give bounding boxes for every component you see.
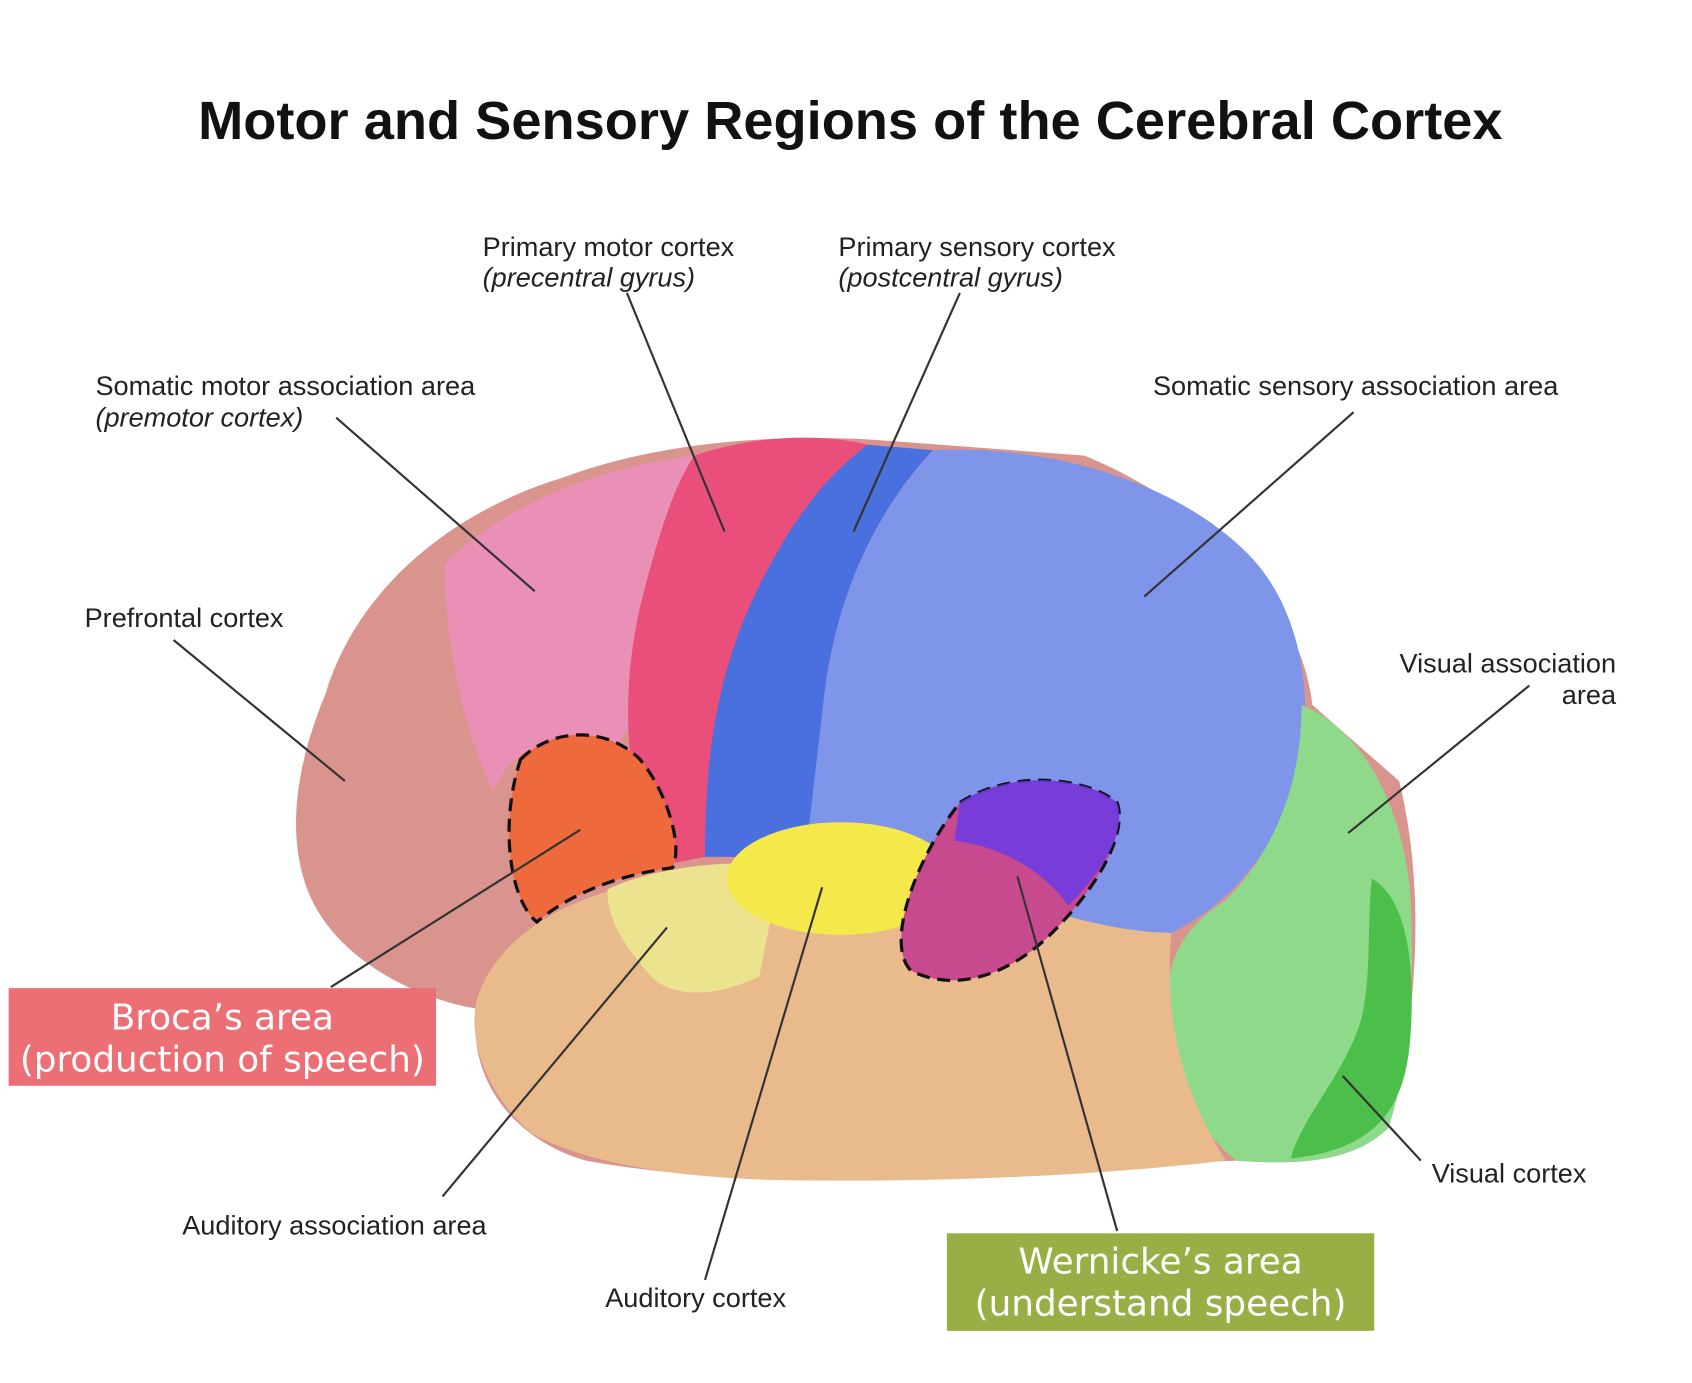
leader-lines xyxy=(172,292,1530,1281)
label-primary-motor-sub: (precentral gyrus) xyxy=(483,261,695,292)
label-visual-association-1: Visual association xyxy=(1400,648,1617,679)
label-primary-sensory-sub: (postcentral gyrus) xyxy=(838,261,1063,292)
wernicke-callout-title: Wernicke’s area xyxy=(1018,1241,1302,1282)
broca-callout: Broca’s area (production of speech) xyxy=(8,988,437,1086)
label-visual-association-2: area xyxy=(1562,679,1617,710)
wernicke-callout: Wernicke’s area (understand speech) xyxy=(946,1233,1375,1331)
primary-sensory-region xyxy=(705,444,933,857)
label-auditory-cortex: Auditory cortex xyxy=(605,1282,786,1313)
label-auditory-association: Auditory association area xyxy=(182,1209,487,1240)
brain-illustration xyxy=(296,437,1416,1181)
somatic-sensory-association-region xyxy=(808,449,1306,933)
label-primary-sensory: Primary sensory cortex xyxy=(838,231,1116,262)
region-labels: Primary motor cortex (precentral gyrus) … xyxy=(85,231,1617,1313)
label-somatic-motor: Somatic motor association area xyxy=(95,370,476,401)
wernicke-upper-purple xyxy=(954,780,1120,906)
wernicke-callout-subtitle: (understand speech) xyxy=(975,1284,1347,1325)
label-somatic-motor-sub: (premotor cortex) xyxy=(95,401,303,432)
label-prefrontal: Prefrontal cortex xyxy=(85,602,284,633)
visual-cortex-region xyxy=(1290,878,1412,1159)
primary-motor-region xyxy=(628,437,868,868)
label-somatic-sensory: Somatic sensory association area xyxy=(1153,370,1559,401)
auditory-cortex-region xyxy=(726,822,955,935)
label-visual-cortex: Visual cortex xyxy=(1432,1157,1587,1188)
broca-callout-title: Broca’s area xyxy=(111,997,334,1038)
label-primary-motor: Primary motor cortex xyxy=(483,231,735,262)
broca-callout-subtitle: (production of speech) xyxy=(20,1040,425,1081)
broca-area-region xyxy=(507,733,678,925)
diagram-title: Motor and Sensory Regions of the Cerebra… xyxy=(198,91,1502,151)
